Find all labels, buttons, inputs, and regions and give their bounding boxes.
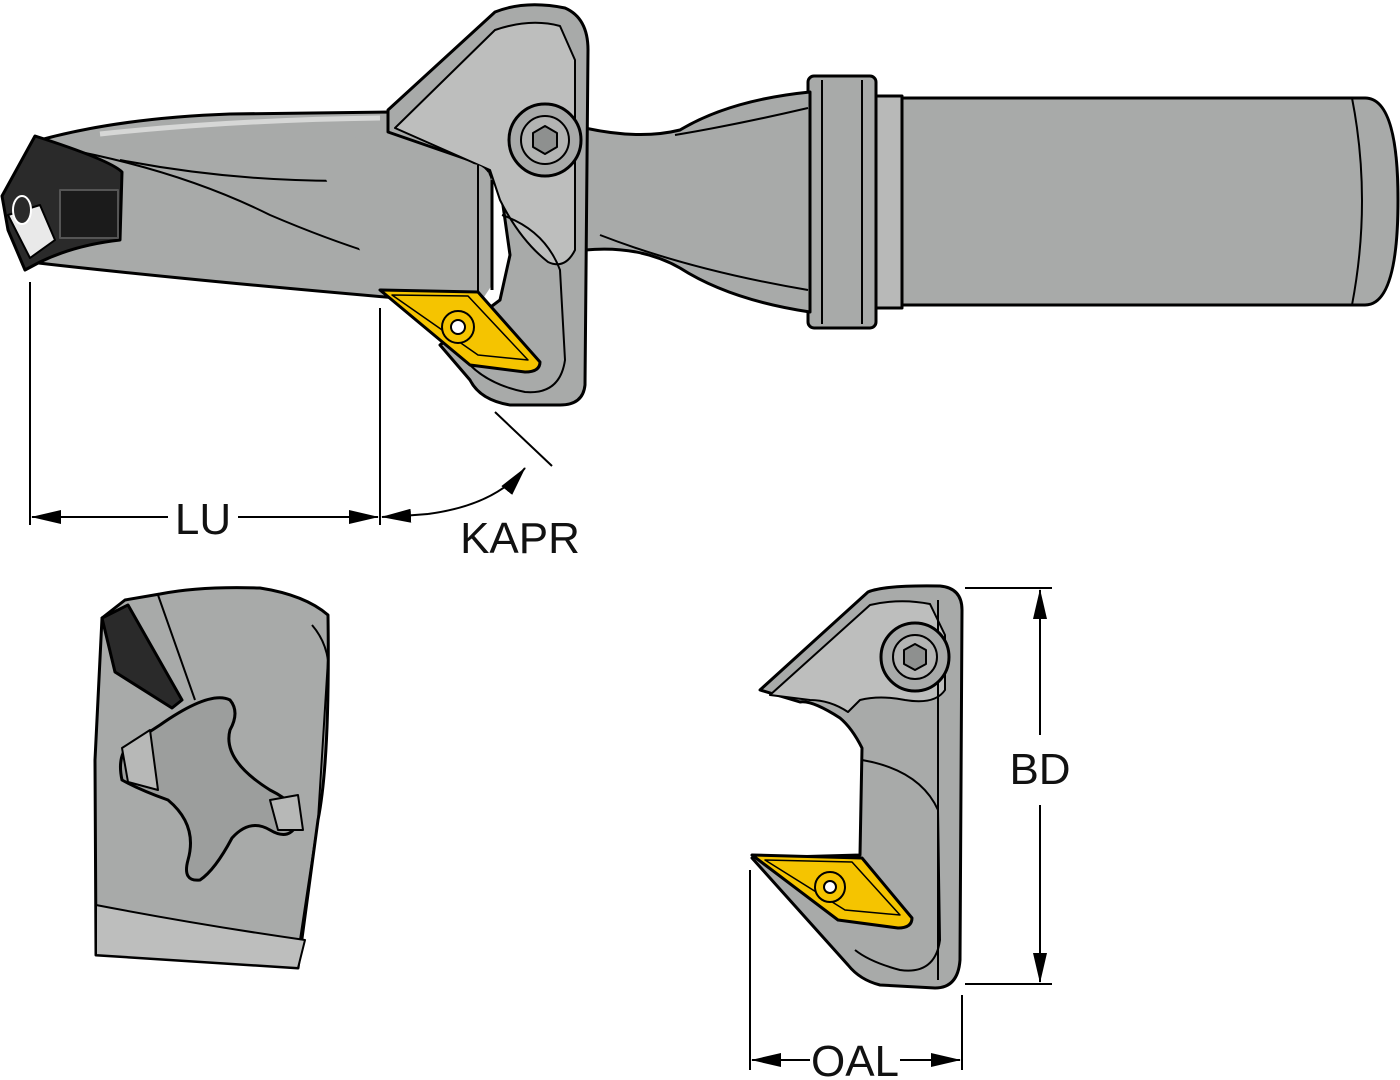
dimension-bd xyxy=(965,587,1052,985)
kapr-arc-arrow-left xyxy=(381,508,429,523)
neck-flute-line-2 xyxy=(599,234,809,291)
drill-end-view xyxy=(93,586,330,970)
shank-collar xyxy=(806,74,878,330)
tool-neck xyxy=(583,90,812,314)
cartridge-pocket xyxy=(469,214,566,394)
drill-body-highlight xyxy=(99,115,381,137)
main-tool-assembly xyxy=(0,3,1400,407)
end-view-bottom-face xyxy=(95,904,306,969)
dimension-kapr xyxy=(381,411,553,523)
dimension-lu xyxy=(29,282,381,525)
hex-socket-screw-icon xyxy=(879,621,951,693)
end-view-slot-line xyxy=(157,594,196,701)
kapr-label: KAPR xyxy=(460,514,580,563)
shank xyxy=(806,74,1400,330)
end-view-web-facet-left xyxy=(121,729,159,791)
cutting-insert xyxy=(378,288,542,374)
kapr-arc xyxy=(427,467,526,515)
shank-cylinder xyxy=(878,96,1400,307)
torx-screw-icon xyxy=(814,871,846,903)
cartridge-detail xyxy=(750,584,964,990)
cutting-insert-detail xyxy=(750,853,914,930)
cartridge-wing-face xyxy=(394,21,576,266)
torx-screw-icon xyxy=(441,310,475,344)
drill-body-front xyxy=(300,125,492,306)
shank-end-chamfer xyxy=(1351,97,1363,306)
neck-flute-line xyxy=(674,107,809,136)
oal-label: OAL xyxy=(811,1037,899,1080)
lu-label: LU xyxy=(175,495,231,544)
cartridge-detail-pocket xyxy=(854,759,941,972)
dimension-oal xyxy=(749,870,963,1070)
end-view-tip-slot xyxy=(100,603,184,710)
end-view-right-face xyxy=(299,624,329,941)
kapr-extension xyxy=(494,411,553,467)
drill-tip xyxy=(0,134,124,272)
end-view-web-facet-right xyxy=(269,794,304,831)
hex-socket-screw-icon xyxy=(507,102,583,178)
end-view-web xyxy=(119,696,300,882)
bd-label: BD xyxy=(1009,745,1070,794)
